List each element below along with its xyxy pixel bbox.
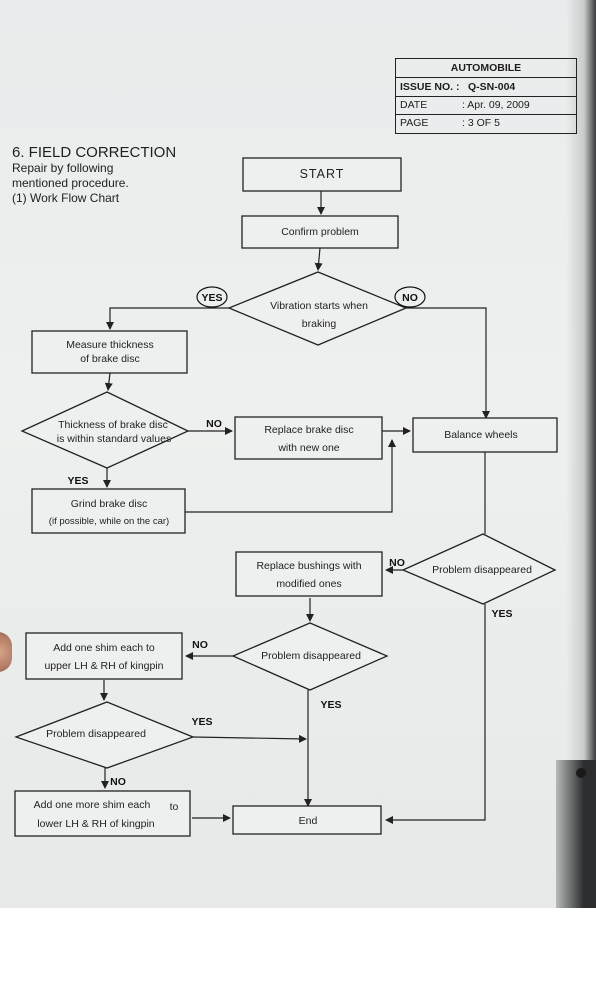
problem3-no-label: NO: [110, 776, 126, 788]
section-title: 6. FIELD CORRECTION: [12, 144, 177, 161]
grind-brake-disc-box: [31, 488, 186, 534]
thickness-label-1: Thickness of brake disc: [58, 419, 168, 431]
flowchart: START Confirm problem Vibration starts w…: [14, 157, 558, 837]
arrow-grind-to-balance: [185, 439, 396, 513]
problem-decision-1: [401, 533, 557, 605]
vibration-label-2: braking: [302, 318, 337, 330]
vibration-decision: [227, 271, 408, 346]
page-value: : 3 OF 5: [462, 117, 500, 129]
more-shim-to-label: to: [170, 801, 179, 813]
issue-label: ISSUE NO. :: [400, 81, 460, 93]
bushings-label-2: modified ones: [276, 578, 341, 590]
flow-connectors: [100, 191, 490, 824]
problem2-yes-label: YES: [320, 699, 341, 711]
problem2-no-label: NO: [192, 639, 208, 651]
add-shim-box: [25, 632, 183, 680]
problem-decision-3: [14, 701, 195, 769]
problem1-label: Problem disappeared: [432, 564, 532, 576]
replace-disc-label-2: with new one: [277, 442, 339, 454]
vibration-no-label: NO: [402, 292, 418, 304]
problem3-label: Problem disappeared: [46, 728, 146, 740]
thickness-label-2: is within standard values: [57, 433, 171, 445]
confirm-problem-box: [241, 215, 399, 249]
more-shim-label-1: Add one more shim each: [34, 799, 151, 811]
end-label: End: [299, 815, 318, 827]
balance-wheels-box: [412, 417, 558, 453]
end-box: [232, 805, 382, 835]
section-line-3: (1) Work Flow Chart: [12, 191, 120, 205]
section-line-2: mentioned procedure.: [12, 176, 129, 190]
document-header-table: AUTOMOBILE ISSUE NO. : Q-SN-004 DATE : A…: [395, 58, 577, 134]
measure-thickness-box: [31, 330, 188, 374]
date-label: DATE: [400, 99, 428, 111]
problem3-yes-label: YES: [191, 716, 212, 728]
more-shim-label-2: lower LH & RH of kingpin: [37, 818, 154, 830]
header-title: AUTOMOBILE: [450, 62, 522, 74]
start-label: START: [300, 167, 345, 181]
shim-label-2: upper LH & RH of kingpin: [44, 660, 163, 672]
measure-label-1: Measure thickness: [66, 339, 154, 351]
page-label: PAGE: [400, 117, 429, 129]
finger: [0, 632, 12, 672]
no-circle: [394, 286, 426, 308]
arrow-measure-to-thickness: [104, 372, 113, 391]
thickness-decision: [20, 391, 190, 469]
problem1-yes-label: YES: [491, 608, 512, 620]
problem-decision-2: [231, 622, 389, 691]
problem2-label: Problem disappeared: [261, 650, 361, 662]
start-box: [242, 157, 402, 192]
vibration-yes-label: YES: [201, 292, 222, 304]
yes-circle: [196, 286, 228, 308]
binder-hole: [576, 768, 586, 778]
arrow-problem1-yes: [385, 604, 486, 824]
section-line-1: Repair by following: [12, 161, 114, 175]
thickness-no-label: NO: [206, 418, 222, 430]
vibration-label-1: Vibration starts when: [270, 300, 368, 312]
issue-value: Q-SN-004: [468, 81, 516, 93]
date-value: : Apr. 09, 2009: [462, 99, 530, 111]
shim-label-1: Add one shim each to: [53, 642, 155, 654]
arrow-vibration-no: [406, 307, 490, 419]
arrow-vibration-yes: [106, 307, 229, 330]
document-page: AUTOMOBILE ISSUE NO. : Q-SN-004 DATE : A…: [0, 0, 596, 908]
grind-label-2: (if possible, while on the car): [49, 516, 169, 527]
balance-wheels-label: Balance wheels: [444, 429, 518, 441]
grind-label-1: Grind brake disc: [71, 498, 147, 510]
replace-disc-label-1: Replace brake disc: [264, 424, 353, 436]
thickness-yes-label: YES: [67, 475, 88, 487]
replace-brake-disc-box: [234, 416, 383, 460]
arrow-confirm-to-vibration: [314, 247, 323, 271]
confirm-problem-label: Confirm problem: [281, 226, 359, 238]
page-edge-shadow: [566, 0, 596, 908]
problem1-no-label: NO: [389, 557, 405, 569]
add-more-shim-box: [14, 790, 191, 837]
measure-label-2: of brake disc: [80, 353, 140, 365]
arrow-problem3-yes: [192, 734, 307, 743]
background-object: [556, 760, 596, 908]
bushings-label-1: Replace bushings with: [256, 560, 361, 572]
replace-bushings-box: [235, 551, 383, 597]
